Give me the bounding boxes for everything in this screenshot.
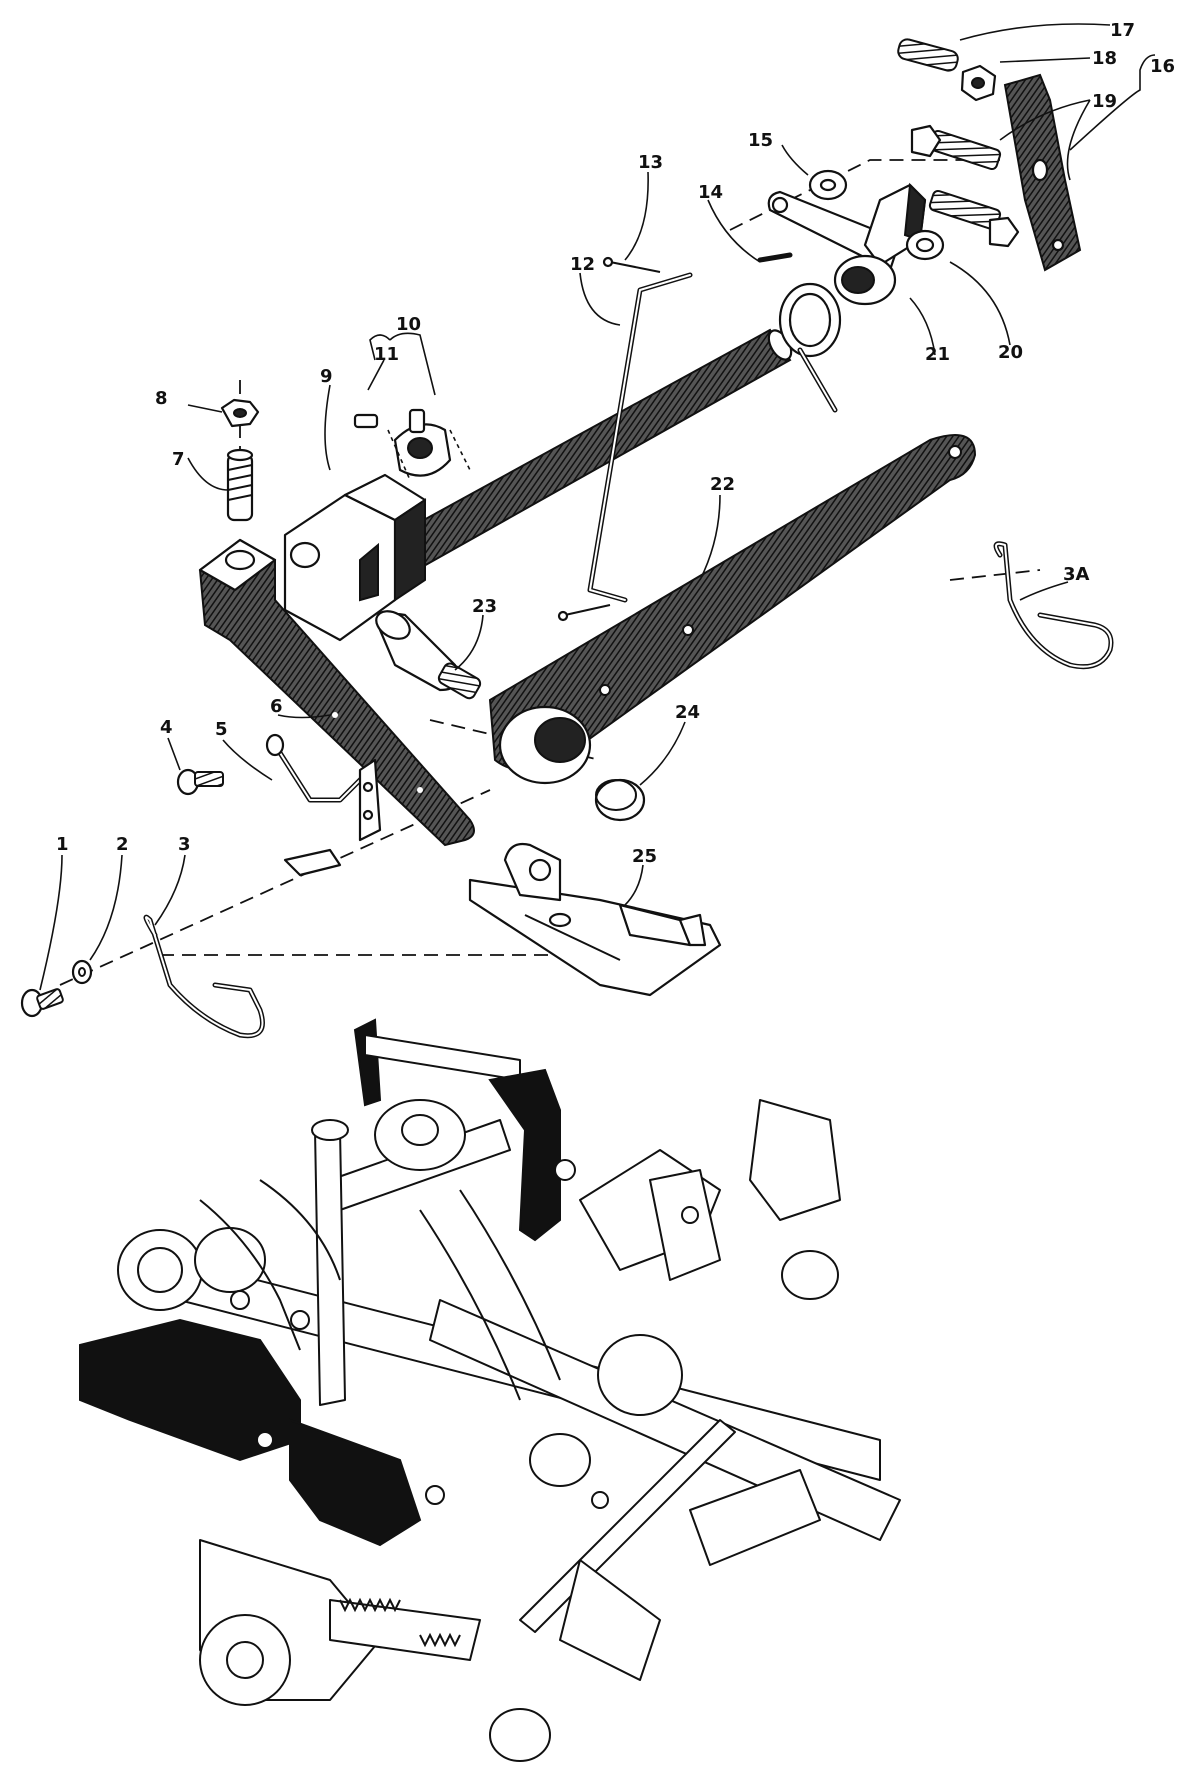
callout-19: 19 [1092,91,1117,112]
callout-15: 15 [748,130,773,151]
part-17-screw [897,38,959,72]
callout-23: 23 [472,596,497,617]
callout-16: 16 [1150,56,1175,77]
callout-12: 12 [570,254,595,275]
part-22-lever [488,434,977,785]
callout-25: 25 [632,846,657,867]
part-10-collar [353,408,471,481]
leader-lines [39,23,1156,991]
callout-14: 14 [698,182,723,203]
callout-13: 13 [638,152,663,173]
callout-10: 10 [396,314,421,335]
part-3-wire-guard [143,914,265,1039]
callout-17: 17 [1110,20,1135,41]
part-19-screws [910,124,1020,248]
callout-6: 6 [270,696,283,717]
callout-4: 4 [160,717,173,738]
callout-labels: 1 2 3 3A 4 5 6 7 8 9 10 11 12 13 14 15 1… [56,20,1175,867]
callout-7: 7 [172,449,185,470]
callout-20: 20 [998,342,1023,363]
part-23-stud [375,610,482,700]
callout-21: 21 [925,344,950,365]
callout-24: 24 [675,702,700,723]
part-20-washer [905,229,945,261]
part-8-nut [220,398,260,428]
assembled-machine-illustration [79,1018,901,1762]
part-15-washer [808,169,848,201]
callout-9: 9 [320,366,333,387]
part-25-presser-foot [468,842,722,997]
part-21-crank [767,182,927,306]
callout-3: 3 [178,834,191,855]
callout-11: 11 [374,344,399,365]
part-4-screw [176,768,224,796]
cotter-pin-lower [557,604,611,622]
part-13-cotter-pin [602,256,661,273]
part-2-washer [71,959,93,985]
part-14-spring [757,252,842,413]
callout-5: 5 [215,719,228,740]
callout-18: 18 [1092,48,1117,69]
callout-1: 1 [56,834,69,855]
callout-3a: 3A [1063,564,1090,585]
callout-8: 8 [155,388,168,409]
part-5-bracket [265,733,382,877]
arm-bracket [198,538,475,847]
part-18-nut [960,64,997,102]
callout-2: 2 [116,834,129,855]
part-3a-wire-guard [993,541,1114,670]
callout-22: 22 [710,474,735,495]
part-7-stud [226,448,254,522]
part-1-screw [20,988,64,1018]
part-12-wire-link [587,272,693,603]
part-24-cap [594,778,646,822]
